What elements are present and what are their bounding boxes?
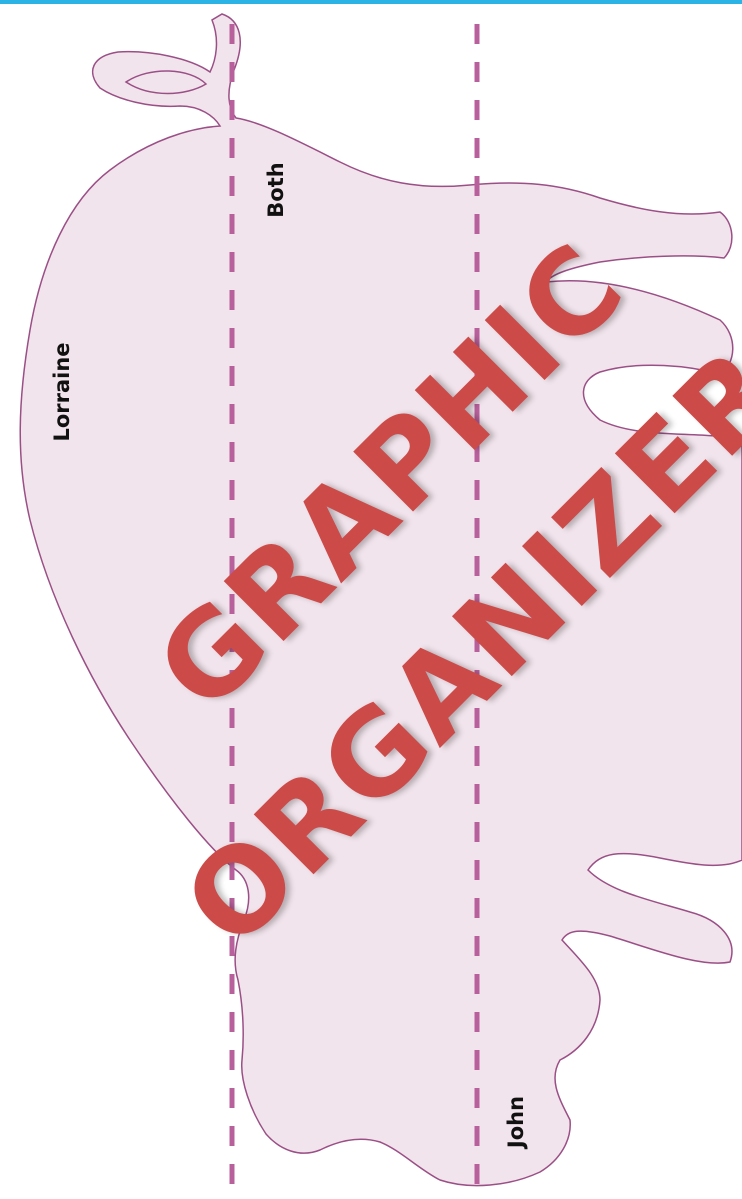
pig-icon xyxy=(20,14,742,1186)
label-john: John xyxy=(504,1082,528,1162)
label-lorraine: Lorraine xyxy=(50,342,74,442)
label-both: Both xyxy=(264,150,288,230)
